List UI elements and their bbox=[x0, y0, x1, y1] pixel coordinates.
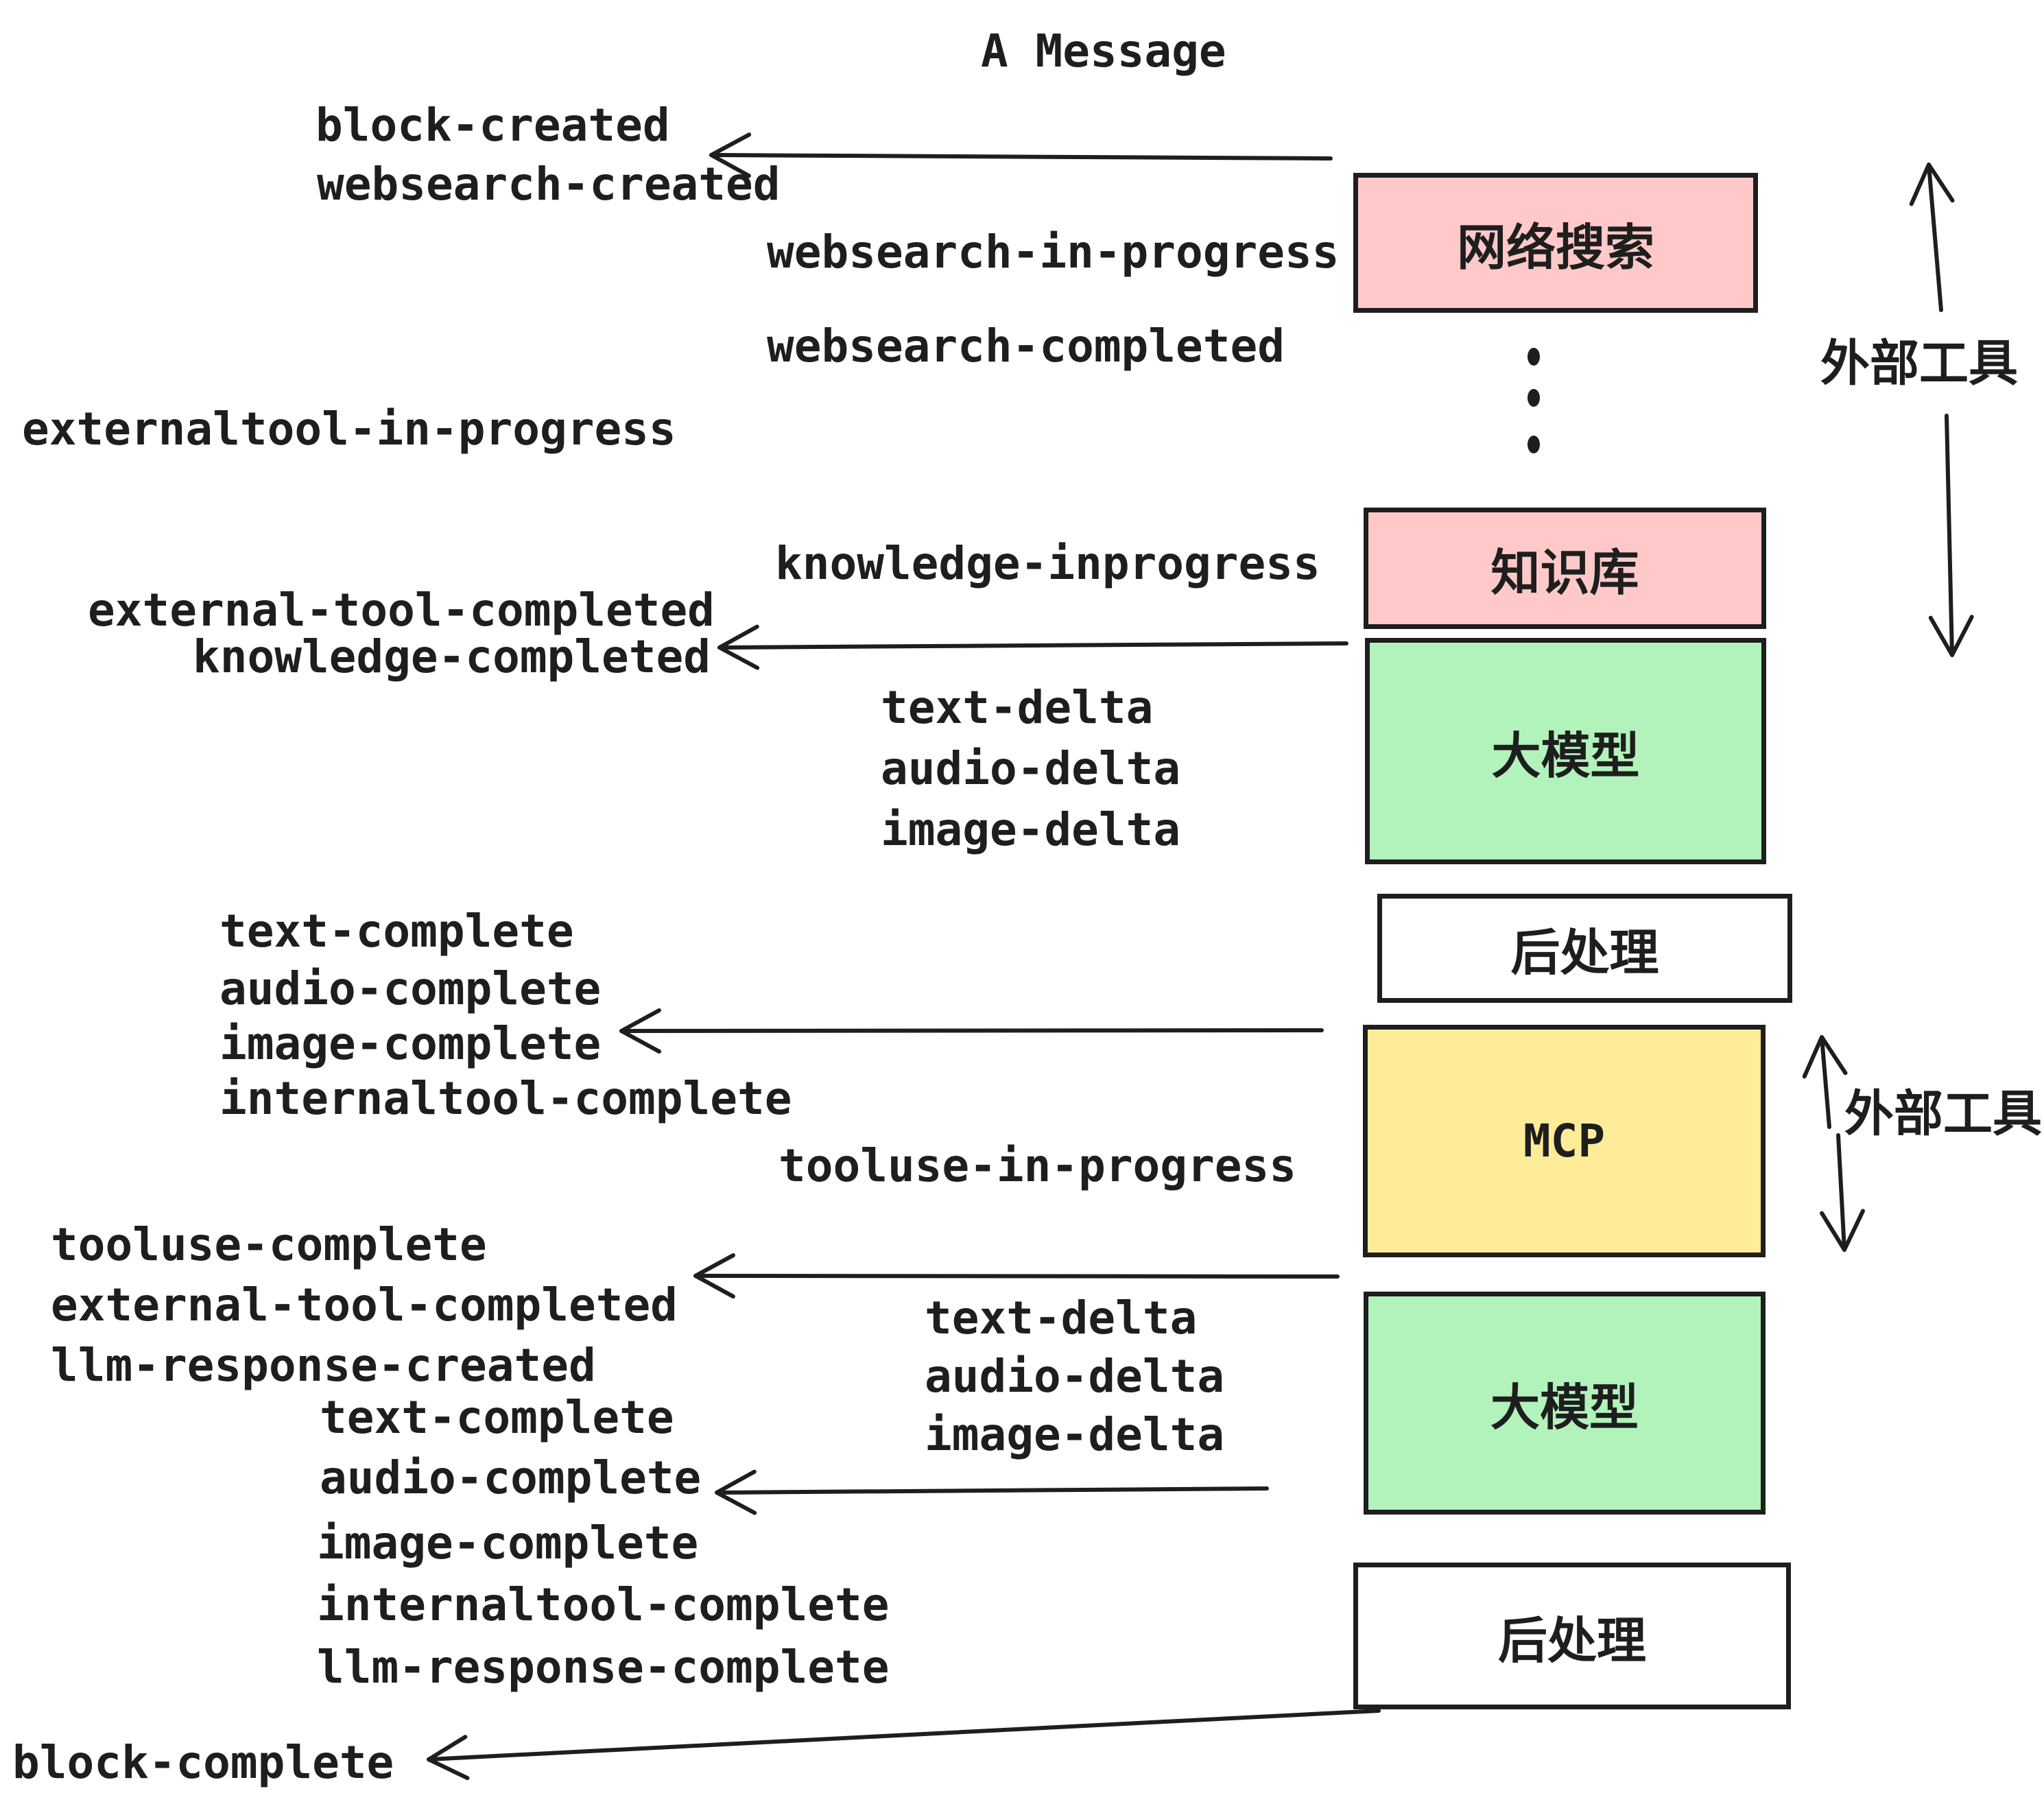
arrow-externaltool-down-2 bbox=[1836, 1133, 1846, 1247]
arrow-llm1-to-knowledge-completed bbox=[722, 641, 1348, 650]
event-label-tooluse-in-progress: tooluse-in-progress bbox=[779, 1139, 1296, 1192]
arrow-externaltool-down-2-head bbox=[1820, 1211, 1846, 1252]
event-label-image-delta: image-delta bbox=[881, 803, 1181, 856]
event-label-audio-delta: audio-delta bbox=[925, 1350, 1225, 1403]
event-label-image-complete: image-complete bbox=[219, 1017, 602, 1070]
arrow-websearch-to-created bbox=[714, 153, 1333, 161]
box-postprocess-1: 后处理 bbox=[1377, 894, 1792, 1003]
event-label-block-created: block-created bbox=[316, 99, 670, 152]
ellipsis-dot-2 bbox=[1528, 389, 1540, 407]
arrow-llm2-to-tooluse-complete bbox=[699, 1274, 1340, 1279]
event-label-internaltool-complete: internaltool-complete bbox=[219, 1072, 792, 1125]
arrow-post2-to-block-complete-head bbox=[427, 1757, 470, 1781]
box-knowledge: 知识库 bbox=[1364, 508, 1766, 629]
ellipsis-dot-3 bbox=[1528, 436, 1540, 453]
arrow-externaltool-up-1-head bbox=[1927, 163, 1955, 203]
event-label-image-delta: image-delta bbox=[925, 1408, 1225, 1461]
box-websearch: 网络搜索 bbox=[1353, 173, 1758, 313]
arrow-externaltool-down-1 bbox=[1945, 414, 1954, 652]
event-label-websearch-completed: websearch-completed bbox=[767, 320, 1285, 372]
arrow-mcp-to-image-complete-head bbox=[619, 1008, 661, 1033]
arrow-llm2-to-tooluse-complete-head bbox=[693, 1253, 736, 1278]
arrow-externaltool-down-2-head bbox=[1842, 1209, 1865, 1252]
event-label-externaltool-in-progress: externaltool-in-progress bbox=[22, 403, 676, 455]
box-llm-1-label: 大模型 bbox=[1491, 726, 1640, 785]
arrow-llm1-to-knowledge-completed-head bbox=[717, 624, 759, 650]
event-label-internaltool-complete: internaltool-complete bbox=[317, 1578, 890, 1631]
event-label-tooluse-complete: tooluse-complete bbox=[51, 1218, 487, 1271]
event-label-external-tool-completed: external-tool-completed bbox=[88, 584, 715, 637]
arrow-externaltool-up-2 bbox=[1820, 1040, 1831, 1129]
arrow-llm2-to-audio-complete-head bbox=[715, 1491, 757, 1515]
box-llm-2: 大模型 bbox=[1364, 1292, 1766, 1515]
event-label-websearch-in-progress: websearch-in-progress bbox=[767, 226, 1340, 278]
arrow-websearch-to-created-head bbox=[709, 153, 751, 178]
diagram-title: A Message bbox=[981, 25, 1226, 78]
box-knowledge-label: 知识库 bbox=[1490, 544, 1639, 602]
event-label-text-delta: text-delta bbox=[925, 1292, 1198, 1344]
arrow-externaltool-up-1-head bbox=[1909, 163, 1931, 206]
event-label-block-complete: block-complete bbox=[12, 1736, 394, 1789]
event-label-audio-complete: audio-complete bbox=[219, 962, 602, 1015]
arrow-llm2-to-tooluse-complete-head bbox=[693, 1274, 735, 1299]
arrow-post2-to-block-complete-head bbox=[427, 1735, 468, 1761]
event-label-external-tool-completed: external-tool-completed bbox=[51, 1279, 678, 1331]
arrow-post2-to-block-complete bbox=[431, 1709, 1381, 1761]
arrow-llm2-to-audio-complete-head bbox=[715, 1469, 757, 1495]
event-label-llm-response-complete: llm-response-complete bbox=[317, 1641, 890, 1694]
arrow-externaltool-up-1 bbox=[1927, 167, 1943, 312]
event-label-audio-complete: audio-complete bbox=[320, 1451, 702, 1504]
arrow-mcp-to-image-complete-head bbox=[619, 1029, 662, 1054]
arrow-websearch-to-created-head bbox=[709, 132, 752, 157]
event-label-text-delta: text-delta bbox=[881, 681, 1154, 734]
box-postprocess-2: 后处理 bbox=[1353, 1563, 1791, 1709]
arrow-externaltool-down-1-head bbox=[1950, 615, 1974, 657]
side-label-external-tools-1: 外部工具 bbox=[1820, 334, 2019, 392]
ellipsis-dot-1 bbox=[1528, 348, 1540, 366]
arrow-llm1-to-knowledge-completed-head bbox=[717, 645, 760, 670]
box-llm-1: 大模型 bbox=[1365, 638, 1766, 864]
box-mcp-label: MCP bbox=[1523, 1115, 1606, 1167]
event-label-knowledge-completed: knowledge-completed bbox=[193, 630, 711, 683]
box-llm-2-label: 大模型 bbox=[1490, 1379, 1639, 1436]
event-label-llm-response-created: llm-response-created bbox=[51, 1339, 596, 1392]
box-postprocess-1-label: 后处理 bbox=[1510, 924, 1659, 982]
event-label-websearch-created: websearch-created bbox=[317, 158, 781, 211]
event-label-text-complete: text-complete bbox=[320, 1391, 674, 1444]
arrow-mcp-to-image-complete bbox=[625, 1028, 1324, 1033]
event-label-knowledge-inprogress: knowledge-inprogress bbox=[775, 537, 1320, 590]
side-label-external-tools-2: 外部工具 bbox=[1844, 1084, 2043, 1143]
arrow-llm2-to-audio-complete bbox=[720, 1486, 1269, 1495]
box-postprocess-2-label: 后处理 bbox=[1497, 1611, 1646, 1670]
arrow-externaltool-up-2-head bbox=[1820, 1035, 1848, 1076]
arrow-externaltool-down-1-head bbox=[1928, 615, 1954, 657]
arrow-externaltool-up-2-head bbox=[1802, 1035, 1824, 1079]
box-websearch-label: 网络搜索 bbox=[1456, 218, 1654, 276]
box-mcp: MCP bbox=[1363, 1025, 1766, 1257]
event-label-text-complete: text-complete bbox=[219, 905, 574, 958]
event-label-image-complete: image-complete bbox=[317, 1517, 699, 1569]
event-label-audio-delta: audio-delta bbox=[881, 742, 1181, 795]
